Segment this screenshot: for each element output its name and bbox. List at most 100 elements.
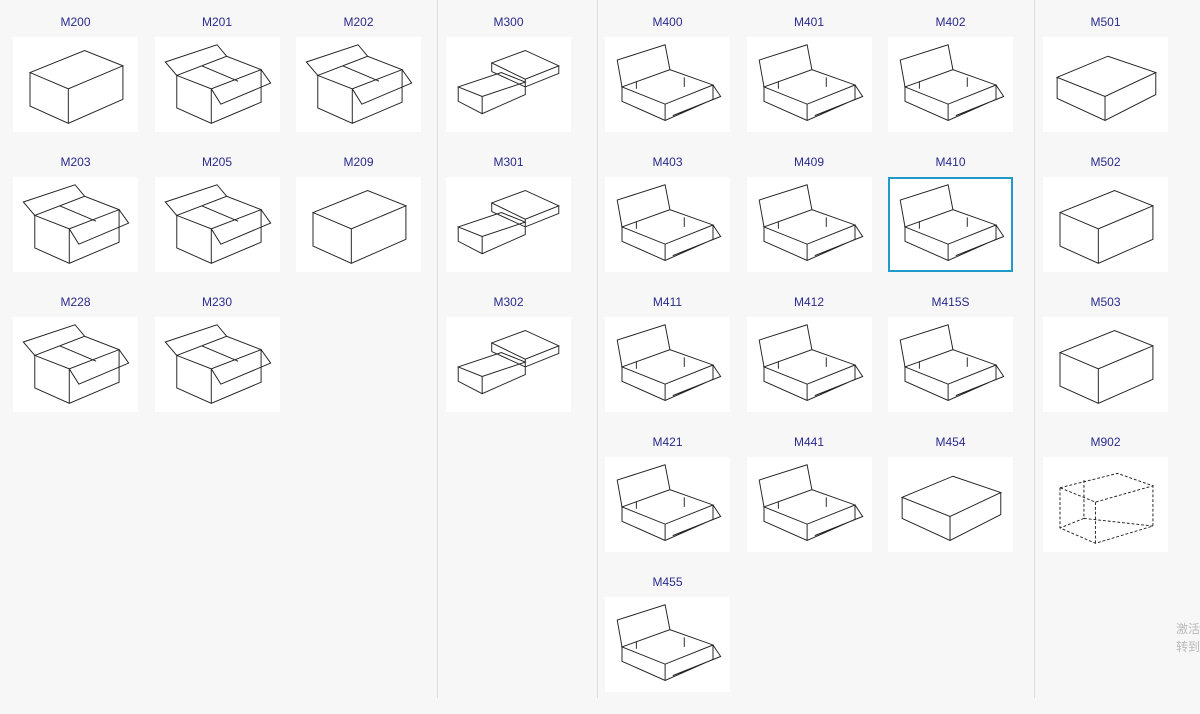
box-style-m203[interactable]: M203 [13,154,138,294]
box-style-m200[interactable]: M200 [13,14,138,154]
box-style-code: M228 [60,295,91,309]
box-style-m409[interactable]: M409 [746,154,872,294]
box-style-code: M902 [1090,435,1121,449]
box-diagram-icon[interactable] [154,177,280,272]
box-style-code: M454 [935,435,966,449]
box-diagram-icon[interactable] [13,37,138,132]
box-style-code: M203 [60,155,91,169]
box-style-m400[interactable]: M400 [605,14,730,154]
box-diagram-icon[interactable] [154,317,280,412]
box-style-m202[interactable]: M202 [296,14,421,154]
box-drawing [311,189,408,264]
box-style-code: M409 [793,155,825,169]
box-diagram-icon[interactable] [605,177,730,272]
box-drawing [163,44,271,124]
box-drawing [456,189,561,255]
box-diagram-icon[interactable] [605,457,730,552]
box-style-code: M302 [493,295,524,309]
box-diagram-icon[interactable] [446,177,571,272]
box-style-m501[interactable]: M501 [1043,14,1168,154]
box-style-m412[interactable]: M412 [746,294,872,434]
box-drawing [456,329,561,395]
box-style-m201[interactable]: M201 [154,14,280,154]
box-style-code: M421 [652,435,683,449]
box-drawing [899,44,1005,121]
box-diagram-icon[interactable] [888,317,1013,412]
box-style-m455[interactable]: M455 [605,574,730,714]
box-drawing [616,324,722,401]
box-style-m402[interactable]: M402 [888,14,1013,154]
box-drawing [758,184,863,261]
box-style-code: M202 [343,15,374,29]
box-style-m902[interactable]: M902 [1043,434,1168,574]
box-style-m403[interactable]: M403 [605,154,730,294]
box-style-m301[interactable]: M301 [446,154,571,294]
box-diagram-icon[interactable] [1043,177,1168,272]
box-style-m205[interactable]: M205 [154,154,280,294]
box-style-code: M410 [935,155,966,169]
box-diagram-icon[interactable] [1043,457,1168,552]
box-style-m421[interactable]: M421 [605,434,730,574]
box-style-code: M300 [493,15,524,29]
box-style-code: M503 [1090,295,1121,309]
box-diagram-icon[interactable] [1043,37,1168,132]
box-style-code: M455 [652,575,683,589]
box-style-m228[interactable]: M228 [13,294,138,434]
box-style-m411[interactable]: M411 [605,294,730,434]
box-style-code: M403 [652,155,683,169]
box-style-m441[interactable]: M441 [746,434,872,574]
box-diagram-icon[interactable] [605,597,730,692]
box-diagram-icon[interactable] [446,317,571,412]
box-style-m302[interactable]: M302 [446,294,571,434]
box-style-m300[interactable]: M300 [446,14,571,154]
box-diagram-icon[interactable] [746,177,872,272]
box-diagram-icon[interactable] [888,177,1013,272]
box-style-m454[interactable]: M454 [888,434,1013,574]
box-style-code: M205 [201,155,233,169]
box-style-code: M441 [793,435,825,449]
box-style-code: M209 [343,155,374,169]
box-diagram-icon[interactable] [446,37,571,132]
box-diagram-icon[interactable] [154,37,280,132]
box-style-m503[interactable]: M503 [1043,294,1168,434]
box-diagram-icon[interactable] [296,177,421,272]
box-style-code: M412 [793,295,825,309]
box-drawing [899,184,1005,261]
box-style-m401[interactable]: M401 [746,14,872,154]
divider [1034,0,1035,698]
watermark-line1: 激活 [1176,622,1200,636]
box-diagram-icon[interactable] [746,317,872,412]
box-diagram-icon[interactable] [605,37,730,132]
box-diagram-icon[interactable] [888,457,1013,552]
box-style-code: M201 [201,15,233,29]
box-diagram-icon[interactable] [13,177,138,272]
box-style-m502[interactable]: M502 [1043,154,1168,294]
box-drawing [305,44,413,124]
divider [597,0,598,698]
box-diagram-icon[interactable] [296,37,421,132]
box-diagram-icon[interactable] [1043,317,1168,412]
box-diagram-icon[interactable] [605,317,730,412]
box-style-code: M200 [60,15,91,29]
box-drawing [616,44,722,121]
box-drawing [900,475,1003,541]
box-drawing [22,324,130,404]
box-style-m230[interactable]: M230 [154,294,280,434]
box-style-m415s[interactable]: M415S [888,294,1013,434]
box-drawing [616,184,722,261]
box-style-m209[interactable]: M209 [296,154,421,294]
box-drawing [456,49,561,115]
box-diagram-icon[interactable] [888,37,1013,132]
box-drawing [899,324,1005,401]
box-drawing [28,49,125,124]
box-diagram-icon[interactable] [746,37,872,132]
box-drawing [163,324,271,404]
box-diagram-icon[interactable] [746,457,872,552]
box-diagram-icon[interactable] [13,317,138,412]
box-drawing [1058,329,1155,404]
box-style-code: M411 [652,295,683,309]
box-style-m410[interactable]: M410 [888,154,1013,294]
